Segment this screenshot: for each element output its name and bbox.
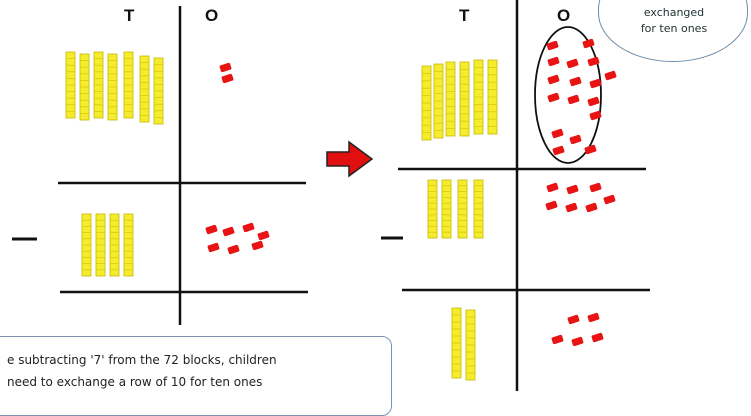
right-top-ten-rod bbox=[487, 59, 498, 135]
right-bottom-ten-rod bbox=[465, 309, 476, 381]
explanation-line-1: e subtracting '7' from the 72 blocks, ch… bbox=[7, 353, 277, 367]
right-middle-one-cube bbox=[585, 202, 598, 213]
right-middle-ten-rod bbox=[441, 179, 452, 239]
left-top-one-cube bbox=[219, 62, 232, 73]
explanation-line-2: need to exchange a row of 10 for ten one… bbox=[7, 375, 263, 389]
left-bottom-ten-rod bbox=[95, 213, 106, 277]
right-top-ten-rod bbox=[459, 61, 470, 137]
right-top-one-cube bbox=[569, 134, 582, 145]
left-top-ten-rod bbox=[139, 55, 150, 123]
explanation-note: e subtracting '7' from the 72 blocks, ch… bbox=[0, 336, 392, 416]
right-bottom-one-cube bbox=[567, 314, 580, 325]
right-top-one-cube bbox=[587, 96, 600, 107]
left-top-ten-rod bbox=[107, 53, 118, 121]
right-bottom-one-cube bbox=[591, 332, 604, 343]
exchange-arrow bbox=[326, 140, 374, 178]
right-top-one-cube bbox=[589, 110, 602, 121]
right-middle-one-cube bbox=[603, 194, 616, 205]
speech-bubble-line-1: exchanged bbox=[643, 6, 705, 19]
right-middle-one-cube bbox=[589, 182, 602, 193]
left-bottom-ten-rod bbox=[109, 213, 120, 277]
right-middle-one-cube bbox=[566, 184, 579, 195]
right-top-one-cube bbox=[547, 74, 560, 85]
right-top-ten-rod bbox=[473, 59, 484, 135]
left-bottom-one-cube bbox=[257, 230, 270, 241]
right-top-one-cube bbox=[584, 144, 597, 155]
right-top-ten-rod bbox=[421, 65, 432, 141]
place-value-diagram bbox=[12, 0, 650, 391]
exchange-ring bbox=[534, 26, 602, 164]
right-top-one-cube bbox=[547, 92, 560, 103]
left-tens-header: T bbox=[124, 6, 135, 25]
right-top-one-cube bbox=[566, 58, 579, 69]
right-top-one-cube bbox=[547, 56, 560, 67]
right-top-one-cube bbox=[551, 128, 564, 139]
left-top-ten-rod bbox=[79, 53, 90, 121]
left-top-ten-rod bbox=[123, 51, 134, 119]
left-top-ten-rod bbox=[153, 57, 164, 125]
right-top-ten-rod bbox=[445, 61, 456, 137]
left-bottom-ten-rod bbox=[123, 213, 134, 277]
left-bottom-ten-rod bbox=[81, 213, 92, 277]
right-top-one-cube bbox=[569, 76, 582, 87]
right-bottom-one-cube bbox=[551, 334, 564, 345]
right-top-one-cube bbox=[587, 56, 600, 67]
right-middle-ten-rod bbox=[457, 179, 468, 239]
left-bottom-one-cube bbox=[242, 222, 255, 233]
right-top-one-cube bbox=[589, 78, 602, 89]
right-bottom-one-cube bbox=[571, 336, 584, 347]
left-bottom-one-cube bbox=[207, 242, 220, 253]
right-middle-one-cube bbox=[545, 200, 558, 211]
speech-bubble-text: exchanged for ten ones bbox=[627, 5, 721, 37]
right-middle-ten-rod bbox=[427, 179, 438, 239]
left-bottom-one-cube bbox=[222, 226, 235, 237]
right-top-one-cube bbox=[567, 94, 580, 105]
right-middle-ten-rod bbox=[473, 179, 484, 239]
left-bottom-one-cube bbox=[227, 244, 240, 255]
left-bottom-one-cube bbox=[251, 240, 264, 251]
left-bottom-one-cube bbox=[205, 224, 218, 235]
speech-bubble-line-2: for ten ones bbox=[640, 22, 708, 35]
left-top-ten-rod bbox=[65, 51, 76, 119]
right-tens-header: T bbox=[459, 6, 470, 25]
right-top-one-cube bbox=[546, 40, 559, 51]
right-top-one-cube bbox=[582, 38, 595, 49]
right-ones-header: O bbox=[557, 6, 571, 25]
right-middle-one-cube bbox=[565, 202, 578, 213]
right-middle-one-cube bbox=[546, 182, 559, 193]
right-bottom-ten-rod bbox=[451, 307, 462, 379]
left-top-one-cube bbox=[221, 73, 234, 84]
right-top-ten-rod bbox=[433, 63, 444, 139]
right-top-one-cube bbox=[552, 145, 565, 156]
left-ones-header: O bbox=[205, 6, 219, 25]
right-bottom-one-cube bbox=[587, 312, 600, 323]
left-top-ten-rod bbox=[93, 51, 104, 119]
right-top-one-cube bbox=[604, 70, 617, 81]
